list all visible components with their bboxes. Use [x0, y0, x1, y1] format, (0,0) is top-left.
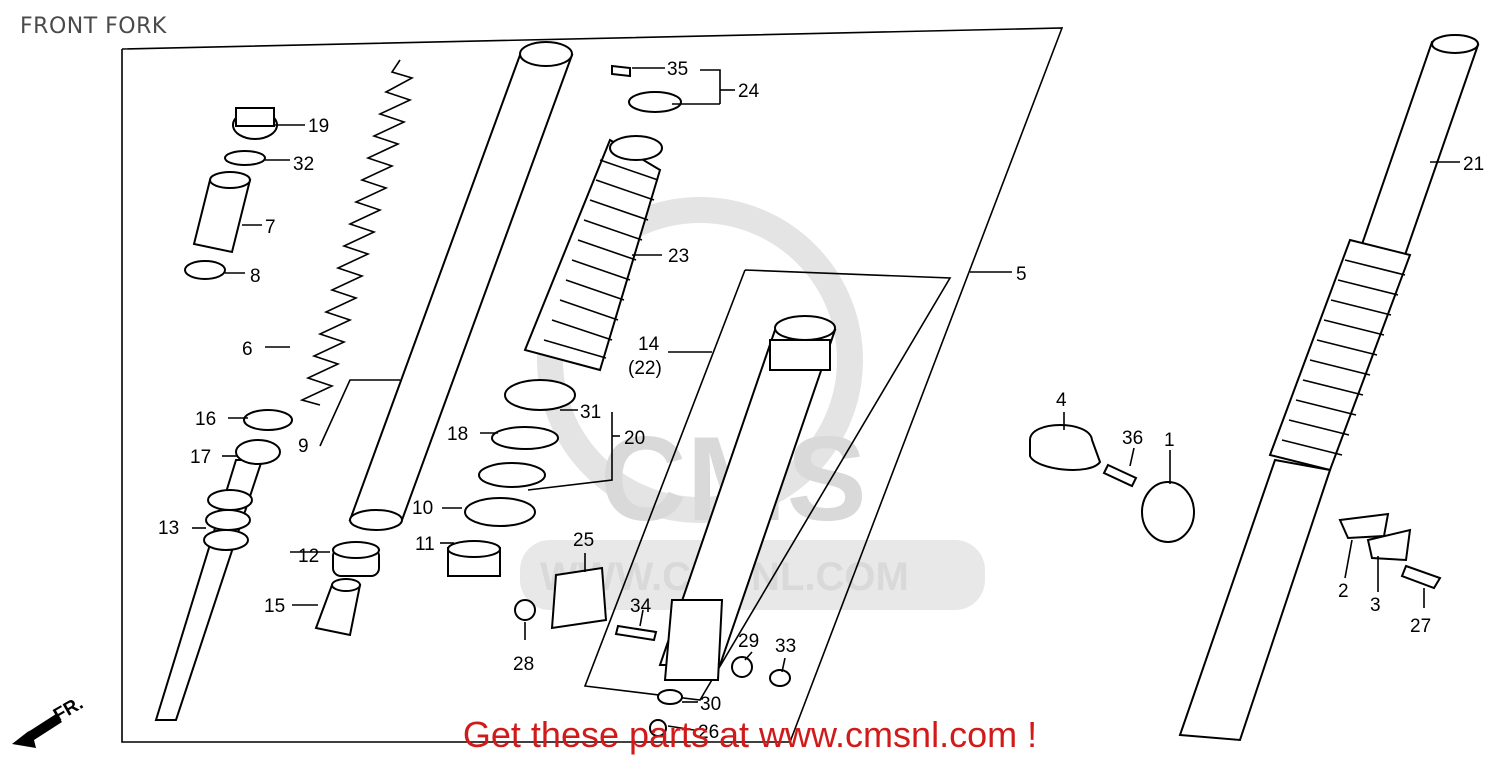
callout-9: 9 [298, 436, 309, 457]
callout-31: 31 [580, 402, 601, 423]
reflector-clamp [1029, 424, 1102, 471]
callout-22: (22) [628, 358, 662, 379]
guide-bushing [332, 541, 380, 577]
callout-21: 21 [1463, 154, 1484, 175]
callout-11: 11 [415, 534, 435, 555]
axle-holder [550, 566, 608, 630]
callout-8: 8 [250, 266, 261, 287]
callout-15: 15 [264, 596, 285, 617]
callout-3: 3 [1370, 595, 1381, 616]
washer-29 [731, 656, 753, 678]
spacer [192, 171, 252, 254]
bottom-case [658, 315, 837, 681]
assembly-frame [121, 27, 1064, 743]
promo-link[interactable]: Get these parts at www.cmsnl.com ! [462, 714, 1038, 755]
oil-seal [504, 379, 576, 411]
callout-1: 1 [1164, 430, 1175, 451]
fork-spring [299, 59, 415, 406]
callout-labels: 35 24 19 32 7 8 6 16 17 13 9 12 15 23 14… [158, 59, 1484, 743]
back-up-ring [478, 462, 546, 488]
hose-bracket-2 [1338, 512, 1390, 540]
dust-boot [523, 135, 663, 372]
callout-13: 13 [158, 518, 179, 539]
callout-17: 17 [190, 447, 211, 468]
callout-5: 5 [1016, 264, 1027, 285]
callout-12: 12 [298, 546, 319, 567]
assembled-fork [1178, 34, 1480, 742]
bolt-26 [649, 719, 667, 737]
page-title: FRONT FORK [20, 14, 167, 39]
callout-33: 33 [775, 636, 796, 657]
bolt-34 [614, 624, 658, 642]
callout-2: 2 [1338, 581, 1349, 602]
callout-35: 35 [667, 59, 688, 80]
callout-25: 25 [573, 530, 594, 551]
leader-lines [192, 67, 1460, 731]
callout-7: 7 [265, 217, 276, 238]
callout-16: 16 [195, 409, 216, 430]
slider-frame [583, 269, 952, 701]
slider-bushing [464, 497, 536, 527]
bolt-36 [1102, 463, 1138, 488]
air-valve-assembly [611, 64, 682, 113]
callout-23: 23 [668, 246, 689, 267]
hose-bracket-3 [1366, 528, 1412, 562]
fork-cap-bolt [232, 107, 278, 140]
callout-36: 36 [1122, 428, 1143, 449]
callout-18: 18 [447, 424, 468, 445]
callout-34: 34 [630, 596, 652, 617]
washer-30 [657, 689, 683, 705]
callout-32: 32 [293, 154, 314, 175]
callout-26: 26 [698, 722, 719, 743]
bolt-27 [1400, 564, 1442, 590]
nut-28 [514, 599, 536, 621]
fork-pipe-bushing [447, 540, 501, 577]
callout-30: 30 [700, 694, 721, 715]
set-ring [491, 426, 559, 450]
o-ring [224, 150, 266, 166]
callout-29: 29 [738, 631, 759, 652]
spring-seat-washer [184, 260, 226, 280]
damper-rod [154, 409, 293, 721]
callout-19: 19 [308, 116, 329, 137]
oil-lock-piece [314, 578, 362, 637]
callout-10: 10 [412, 498, 433, 519]
callout-20: 20 [624, 428, 645, 449]
callout-4: 4 [1056, 390, 1067, 411]
callout-14: 14 [638, 334, 660, 355]
callout-6: 6 [242, 339, 253, 360]
callout-27: 27 [1410, 616, 1431, 637]
bolt-33 [769, 669, 791, 687]
fork-pipe [348, 41, 574, 531]
reflector [1141, 481, 1195, 543]
callout-28: 28 [513, 654, 534, 675]
callout-24: 24 [738, 81, 760, 102]
